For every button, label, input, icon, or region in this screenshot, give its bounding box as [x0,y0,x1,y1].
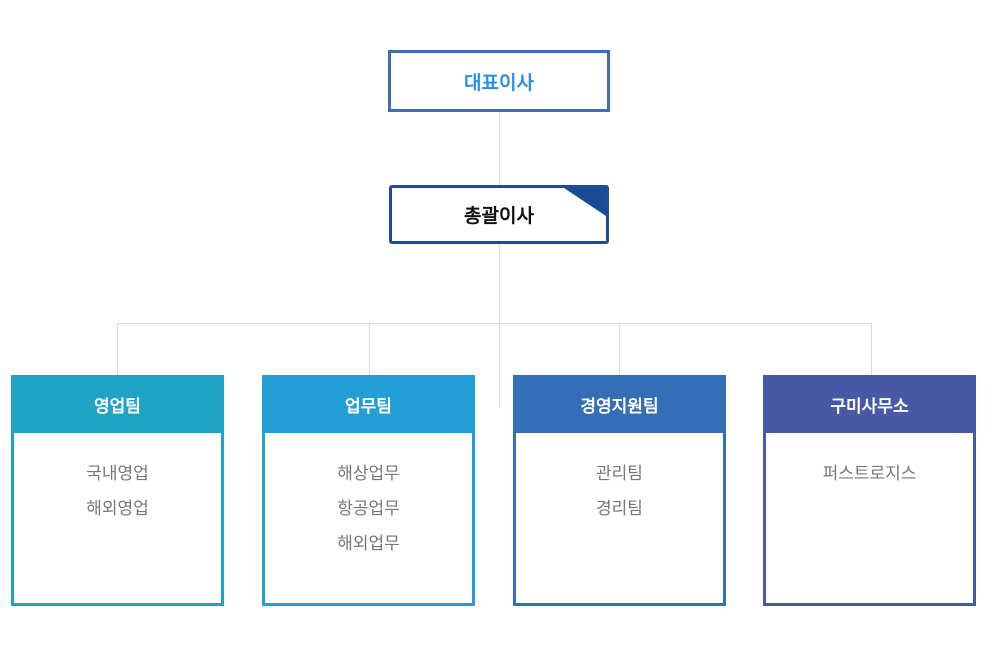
team-name: 업무팀 [345,396,392,417]
team-name: 경영지원팀 [580,396,659,417]
team-item: 해상업무 [337,464,400,484]
connector-ceo-gm [499,109,500,185]
team-box: 구미사무소 퍼스트로지스 [763,375,976,606]
team-name: 영업팀 [94,396,141,417]
team-box: 업무팀 해상업무 항공업무 해외업무 [262,375,475,606]
team-name: 구미사무소 [830,396,909,417]
connector-horizontal [117,323,872,324]
team-body: 관리팀 경리팀 [513,433,726,606]
team-item: 관리팀 [596,464,643,484]
general-manager-label: 총괄이사 [464,205,534,227]
team-item: 국내영업 [86,464,149,484]
connector-team-2 [369,323,370,375]
team-item: 경리팀 [596,499,643,519]
connector-team-4 [871,323,872,375]
team-header: 영업팀 [11,375,224,433]
team-item: 해외영업 [86,499,149,519]
connector-gm-down [499,244,500,408]
team-header: 업무팀 [262,375,475,433]
corner-accent [564,188,606,216]
ceo-box: 대표이사 [388,50,610,112]
ceo-label: 대표이사 [464,71,534,94]
connector-team-3 [619,323,620,375]
team-header: 경영지원팀 [513,375,726,433]
team-body: 해상업무 항공업무 해외업무 [262,433,475,606]
team-item: 해외업무 [337,534,400,554]
team-box: 영업팀 국내영업 해외영업 [11,375,224,606]
connector-team-1 [117,323,118,375]
team-body: 국내영업 해외영업 [11,433,224,606]
team-item: 퍼스트로지스 [822,464,917,484]
team-box: 경영지원팀 관리팀 경리팀 [513,375,726,606]
team-header: 구미사무소 [763,375,976,433]
team-body: 퍼스트로지스 [763,433,976,606]
general-manager-box: 총괄이사 [389,185,609,244]
team-item: 항공업무 [337,499,400,519]
